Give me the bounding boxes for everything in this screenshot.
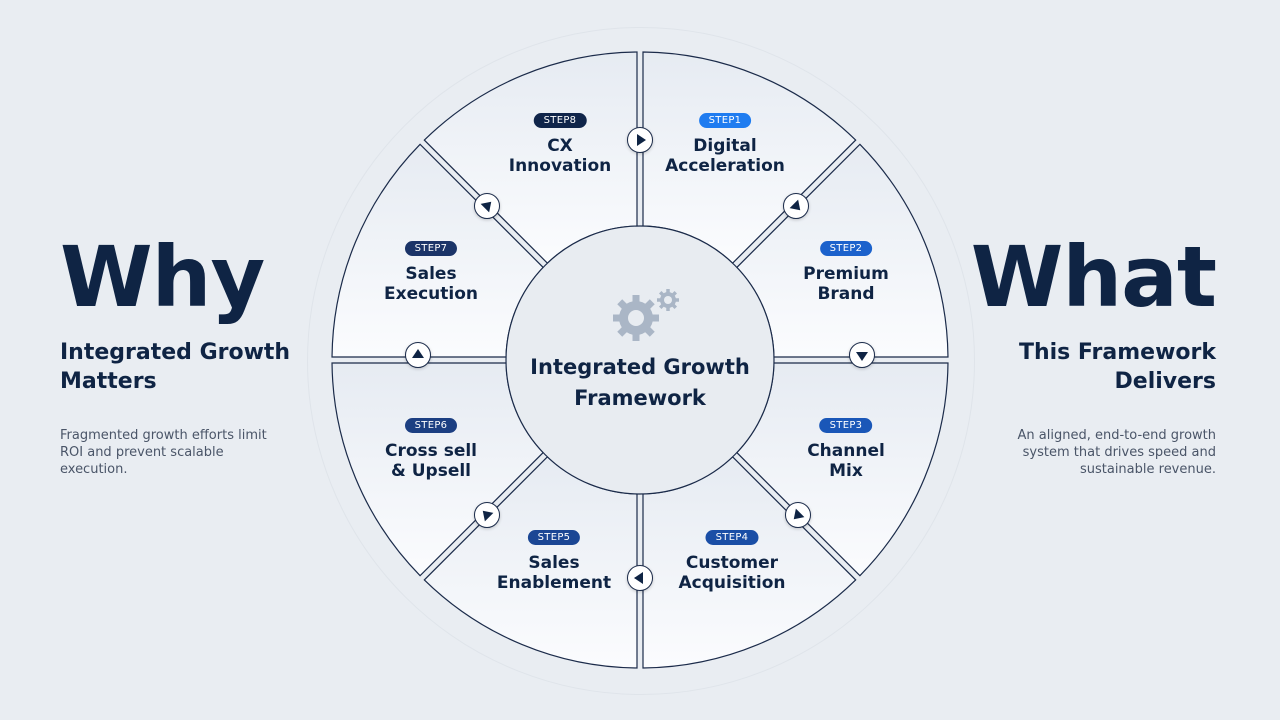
- what-subtitle: This Framework Delivers: [1018, 340, 1216, 394]
- outer-halo-ring: [307, 27, 975, 695]
- why-body: Fragmented growth efforts limit ROI and …: [60, 428, 267, 477]
- step-label-6: STEP6 Cross sell& Upsell: [385, 413, 477, 481]
- step-badge: STEP5: [527, 530, 581, 545]
- step-title-line2: Mix: [829, 461, 863, 481]
- flow-arrow-icon: [474, 502, 500, 528]
- step-title-line1: Sales: [405, 264, 457, 284]
- what-body: An aligned, end-to-end growth system tha…: [1017, 428, 1216, 477]
- flow-arrow-icon: [627, 127, 653, 153]
- step-title-line1: Digital: [693, 136, 757, 156]
- step-title-line2: Acquisition: [678, 573, 786, 593]
- center-circle: [505, 225, 775, 495]
- center-title-line2: Framework: [574, 386, 706, 410]
- gears-icon: [613, 289, 679, 341]
- step-title-line1: Channel: [807, 441, 885, 461]
- step-title-line2: Execution: [383, 284, 479, 304]
- step-badge: STEP6: [404, 418, 458, 433]
- why-heading: Why: [60, 228, 265, 326]
- step-title-line1: Premium: [803, 264, 889, 284]
- step-title-line1: CX: [547, 136, 573, 156]
- center-title: Integrated Growth Framework: [530, 352, 750, 414]
- flow-arrow-icon: [785, 502, 811, 528]
- step-title-line2: Brand: [817, 284, 875, 304]
- step-badge: STEP4: [705, 530, 759, 545]
- step-title-line1: Customer: [685, 553, 779, 573]
- flow-arrow-icon: [849, 342, 875, 368]
- step-badge: STEP1: [698, 113, 752, 128]
- step-badge: STEP3: [819, 418, 873, 433]
- step-title-line2: & Upsell: [390, 461, 472, 481]
- flow-arrow-icon: [405, 342, 431, 368]
- flow-arrow-icon: [627, 565, 653, 591]
- why-subtitle: Integrated Growth Matters: [60, 340, 291, 394]
- center-title-line1: Integrated Growth: [530, 355, 750, 379]
- flow-arrow-icon: [474, 193, 500, 219]
- step-title-line1: Sales: [528, 553, 580, 573]
- what-heading: What: [970, 228, 1217, 326]
- step-badge: STEP8: [533, 113, 587, 128]
- step-badge: STEP7: [404, 241, 458, 256]
- step-title-line2: Enablement: [496, 573, 612, 593]
- step-title-line2: Acceleration: [665, 156, 785, 176]
- step-badge: STEP2: [819, 241, 873, 256]
- step-title-line2: Innovation: [508, 156, 612, 176]
- flow-arrow-icon: [783, 193, 809, 219]
- step-title-line1: Cross sell: [385, 441, 477, 461]
